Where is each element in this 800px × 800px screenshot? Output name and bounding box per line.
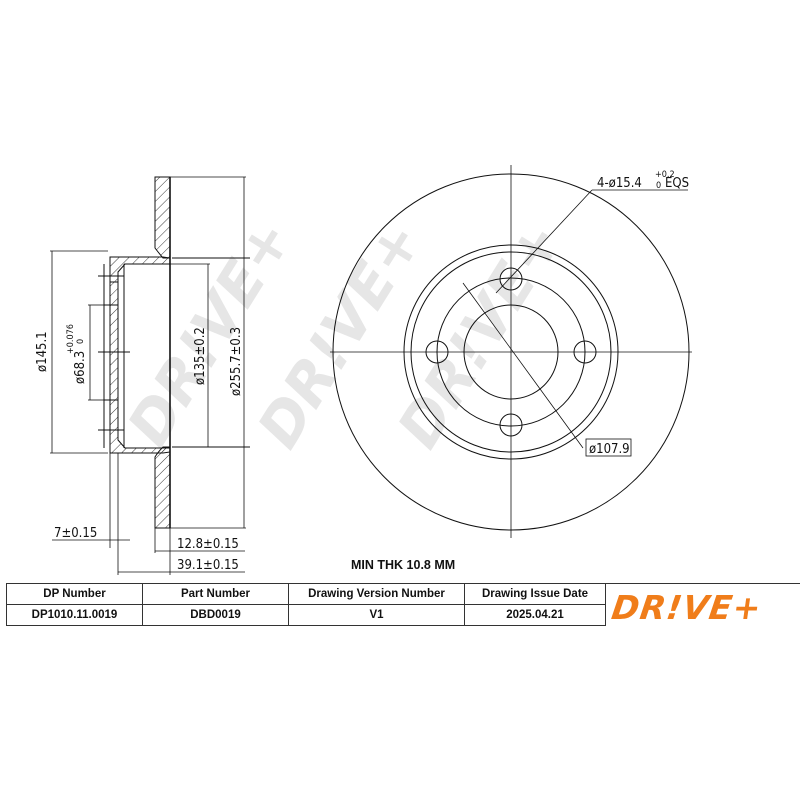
svg-text:EQS: EQS [665, 176, 689, 191]
value-dp-number: DP1010.11.0019 [6, 604, 143, 626]
dim-hat: ø135±0.2 [193, 327, 208, 385]
side-view-dimensions [50, 176, 246, 575]
header-issue-date: Drawing Issue Date [464, 583, 606, 605]
value-issue-date: 2025.04.21 [464, 604, 606, 626]
dim-total-height: 39.1±0.15 [177, 558, 239, 573]
header-drawing-version: Drawing Version Number [288, 583, 465, 605]
header-part-number: Part Number [142, 583, 289, 605]
side-view-dimension-labels: ø145.1 ø68.3 +0.076 0 ø135±0.2 ø255.7±0.… [35, 324, 244, 573]
svg-text:0: 0 [76, 339, 86, 344]
dim-bolt-holes: 4-ø15.4 [597, 176, 642, 191]
value-drawing-version: V1 [288, 604, 465, 626]
min-thickness-note: MIN THK 10.8 MM [351, 558, 456, 572]
svg-text:0: 0 [656, 181, 661, 191]
svg-text:+0.2: +0.2 [655, 170, 675, 180]
svg-text:+0.076: +0.076 [66, 324, 76, 354]
brand-logo: DR!VE+ [609, 588, 765, 627]
front-view [330, 165, 692, 538]
dim-outer-hub: ø145.1 [35, 331, 50, 372]
dim-pcd: ø107.9 [589, 442, 630, 457]
dim-center-bore: ø68.3 [73, 351, 88, 384]
value-part-number: DBD0019 [142, 604, 289, 626]
title-block: DP Number Part Number Drawing Version Nu… [6, 583, 606, 626]
side-view-section [98, 176, 250, 529]
header-dp-number: DP Number [6, 583, 143, 605]
front-view-labels: 4-ø15.4 +0.2 0 EQS ø107.9 [585, 170, 689, 457]
logo-cell: DR!VE+ [604, 583, 800, 630]
dim-hat-thickness: 7±0.15 [54, 526, 97, 541]
dim-disc: ø255.7±0.3 [229, 327, 244, 396]
dim-disc-thickness: 12.8±0.15 [177, 537, 239, 552]
